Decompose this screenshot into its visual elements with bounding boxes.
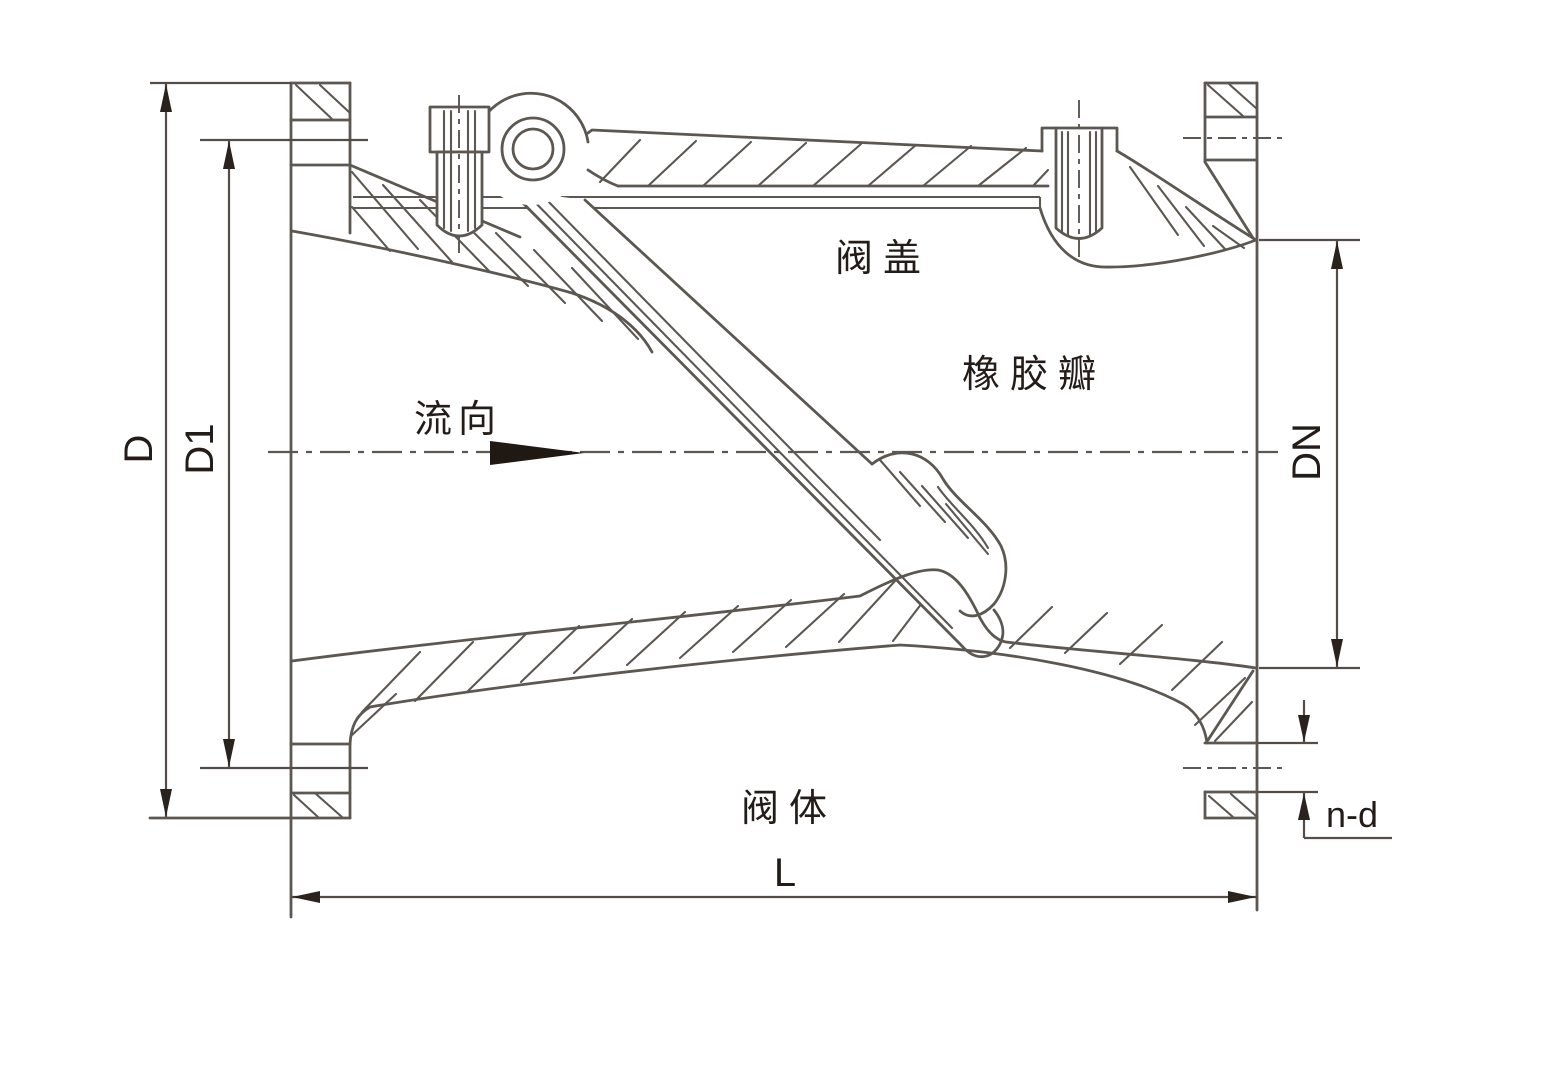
dim-dn-label: DN [1285,423,1329,481]
valve-body-label: 阀体 [741,788,837,830]
rubber-disc-label: 橡胶瓣 [962,354,1106,396]
left-flange [148,81,352,919]
hinge-pin-hole [511,127,555,171]
left-bonnet-bolt [428,95,491,257]
dim-flange-od: D [117,81,291,817]
dim-l-label: L [774,851,796,895]
dim-d-label: D [117,435,161,464]
bonnet-label: 阀盖 [835,238,931,280]
dim-bolt-circle: D1 [178,138,368,770]
flow-direction-label: 流向 [414,399,502,441]
hinge-boss [471,91,590,205]
right-flange [1183,81,1285,912]
bottom-wall-hatch [350,579,1254,743]
valve-bonnet-plate [586,126,1258,269]
dim-d1-label: D1 [178,423,222,474]
dim-bolt-holes: n-d [1257,700,1392,840]
right-bonnet-bolt [1054,100,1104,257]
dim-face-to-face: L [291,851,1257,903]
dim-nd-label: n-d [1326,794,1378,835]
rubber-flap [508,188,1008,659]
flow-arrow-icon [490,441,584,465]
bottom-wall [290,568,1258,746]
flow-arrow: 流向 [414,399,584,465]
dim-nominal-bore: DN [1259,238,1360,670]
